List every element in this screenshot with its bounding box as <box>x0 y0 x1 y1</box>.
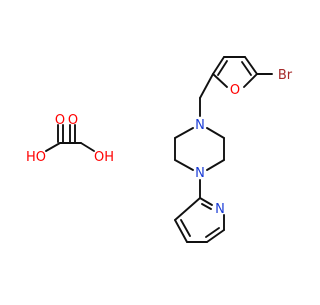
piperazine-n4-label: N <box>195 166 205 181</box>
bromofuran-ring: O Br <box>212 56 293 98</box>
bond-furan-ch2 <box>199 73 214 99</box>
bond-oxalic-coh-left <box>45 142 61 152</box>
bond-pyr-c2-n <box>199 197 213 206</box>
bond-furan-o-c2 <box>212 73 228 88</box>
bromine-label: Br <box>278 68 293 83</box>
bond-pip-c6-n1 <box>206 127 225 139</box>
oxalic-o-left-label: O <box>55 113 65 128</box>
oxalic-o-right-label: O <box>68 113 78 128</box>
bond-pyr-c6-c5-inner <box>205 227 220 238</box>
bond-pip-n1-c2 <box>174 127 194 139</box>
bond-furan-c4-c5 <box>244 56 258 75</box>
bond-furan-c2-c3-inner <box>217 60 228 76</box>
piperazine-ring: N N <box>174 118 225 181</box>
bond-pip-c3-n4 <box>174 159 194 171</box>
bond-pyr-c4-c3-inner <box>180 219 191 237</box>
piperazine-n1-label: N <box>195 118 205 133</box>
furan-oxygen-label: O <box>230 83 240 98</box>
bond-furan-c2-c3 <box>212 56 225 75</box>
bond-pyr-c3-c2 <box>174 197 201 221</box>
oxalic-ho-label: HO <box>26 150 46 165</box>
pyridine-ring: N <box>174 197 225 243</box>
bond-pyr-c4-c3 <box>174 219 188 243</box>
bond-pyr-c2-n-inner <box>201 203 212 210</box>
bond-pip-n4-c5 <box>206 159 225 171</box>
bond-oxalic-coh-right <box>80 142 95 152</box>
structure-diagram: O O HO OH O Br N N <box>26 56 293 243</box>
oxalic-oh-label: OH <box>94 150 114 165</box>
bond-furan-c5-o <box>243 73 258 88</box>
oxalic-acid: O O HO OH <box>26 113 114 165</box>
bond-pyr-c6-c5 <box>206 229 225 243</box>
bond-furan-c4-c5-inner <box>241 61 252 76</box>
structure-svg: O O HO OH O Br N N <box>26 56 293 243</box>
pyridine-n-label: N <box>215 202 225 217</box>
